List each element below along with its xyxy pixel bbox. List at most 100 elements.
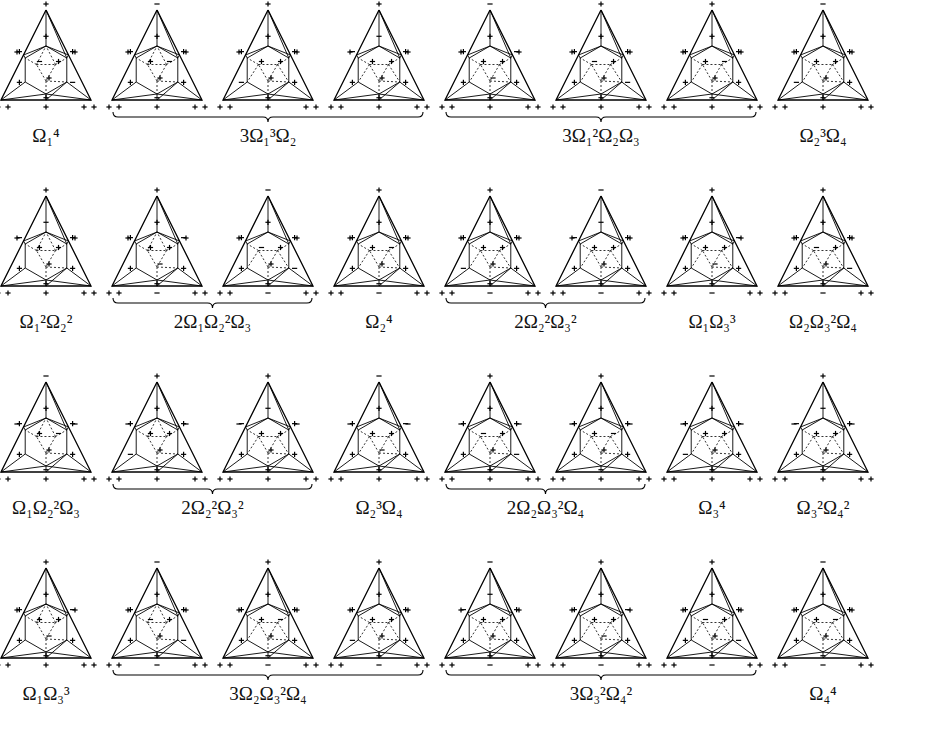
- polyhedron-edge: [712, 604, 735, 613]
- sign-mark: [502, 617, 503, 622]
- sign-mark: [825, 75, 826, 80]
- sign-mark: [489, 95, 490, 100]
- polyhedron-edge: [823, 568, 844, 616]
- sign-mark: [441, 104, 442, 109]
- polyhedron-edge: [25, 268, 46, 280]
- polyhedron-edge: [246, 613, 248, 616]
- hidden-edge: [157, 267, 178, 268]
- sign-mark: [849, 80, 850, 85]
- hidden-edge: [379, 437, 389, 454]
- hidden-edge: [490, 65, 500, 82]
- sign-mark: [183, 607, 184, 612]
- sign-mark: [219, 104, 220, 109]
- hidden-edge: [480, 436, 499, 437]
- polyhedron-edge: [223, 652, 268, 658]
- sign-mark: [352, 266, 353, 271]
- sign-mark: [19, 80, 20, 85]
- hidden-edge: [469, 437, 480, 455]
- hidden-edge: [46, 639, 47, 652]
- polyhedron-edge: [157, 94, 158, 100]
- sign-mark: [340, 476, 341, 481]
- hidden-edge: [823, 251, 833, 268]
- polyhedron-edge: [289, 55, 291, 58]
- polyhedron-edge: [490, 82, 511, 100]
- polyhedron-edge: [112, 94, 157, 100]
- sign-mark: [489, 281, 490, 286]
- hidden-edge: [36, 418, 46, 437]
- polyhedron-edge: [358, 268, 379, 280]
- sign-mark: [594, 431, 595, 436]
- sign-mark: [749, 290, 750, 295]
- sign-mark: [270, 447, 271, 452]
- sign-mark: [759, 476, 760, 481]
- polyhedron-edge: [25, 244, 26, 268]
- term-label: Ω₂³Ω₄: [797, 126, 848, 147]
- polyhedron-edge: [667, 280, 712, 286]
- polyhedron-edge: [622, 241, 624, 244]
- sign-mark: [516, 638, 517, 643]
- hidden-edge: [46, 418, 56, 437]
- hidden-edge: [157, 453, 158, 466]
- sign-mark: [194, 290, 195, 295]
- sign-mark: [849, 638, 850, 643]
- polyhedron-edge: [379, 10, 400, 58]
- polyhedron-edge: [801, 427, 803, 430]
- sign-mark: [712, 263, 717, 264]
- polyhedron-edge: [469, 430, 470, 454]
- sign-mark: [259, 247, 264, 248]
- polyhedron-edge: [667, 466, 712, 472]
- polyhedron-edge: [712, 454, 733, 466]
- hidden-edge: [258, 251, 268, 268]
- sign-mark: [490, 77, 495, 78]
- sign-mark: [194, 662, 195, 667]
- polyhedron-edge: [778, 382, 868, 472]
- sign-mark: [598, 292, 603, 293]
- polyhedron-edge: [490, 196, 491, 232]
- polyhedron-edge: [490, 382, 491, 418]
- sign-mark: [7, 104, 8, 109]
- polyhedron-edge: [621, 430, 622, 454]
- polyhedron-edge: [469, 418, 490, 430]
- hidden-edge: [36, 604, 46, 623]
- hidden-edge: [813, 251, 823, 268]
- sign-mark: [552, 476, 553, 481]
- group-bracket: [113, 112, 423, 122]
- sign-mark: [463, 638, 464, 643]
- hidden-edge: [702, 622, 721, 623]
- sign-mark: [527, 476, 528, 481]
- sign-mark: [451, 662, 452, 667]
- polyhedron-edge: [556, 466, 601, 472]
- hidden-edge: [833, 65, 844, 83]
- hidden-edge: [601, 453, 622, 454]
- sign-mark: [43, 469, 48, 470]
- polyhedron-edge: [157, 10, 158, 46]
- term-label: Ω₂³Ω₄: [353, 498, 404, 519]
- hidden-edge: [147, 251, 157, 268]
- polyhedron-edge: [712, 94, 757, 100]
- polyhedron-edge: [843, 616, 844, 640]
- polyhedron-edge: [510, 430, 511, 454]
- sign-mark: [204, 476, 205, 481]
- sign-mark: [822, 104, 823, 109]
- hidden-edge: [247, 623, 258, 641]
- hidden-edge: [369, 437, 379, 454]
- hidden-edge: [268, 251, 278, 268]
- polyhedron-edge: [601, 568, 602, 604]
- hidden-edge: [167, 430, 178, 437]
- sign-mark: [627, 235, 628, 240]
- hidden-edge: [247, 430, 258, 437]
- sign-mark: [352, 235, 353, 240]
- hidden-edge: [268, 623, 278, 640]
- polyhedron-edge: [823, 196, 844, 244]
- hidden-edge: [591, 623, 601, 640]
- sign-mark: [711, 104, 712, 109]
- sign-mark: [574, 421, 575, 426]
- polyhedron-edge: [823, 232, 844, 244]
- polyhedron-edge: [46, 268, 67, 286]
- polyhedron-edge: [157, 466, 202, 472]
- sign-mark: [774, 290, 775, 295]
- polyhedron-edge: [135, 604, 158, 613]
- polyhedron-edge: [712, 280, 713, 286]
- polyhedron-edge: [25, 604, 46, 616]
- sign-mark: [613, 617, 614, 622]
